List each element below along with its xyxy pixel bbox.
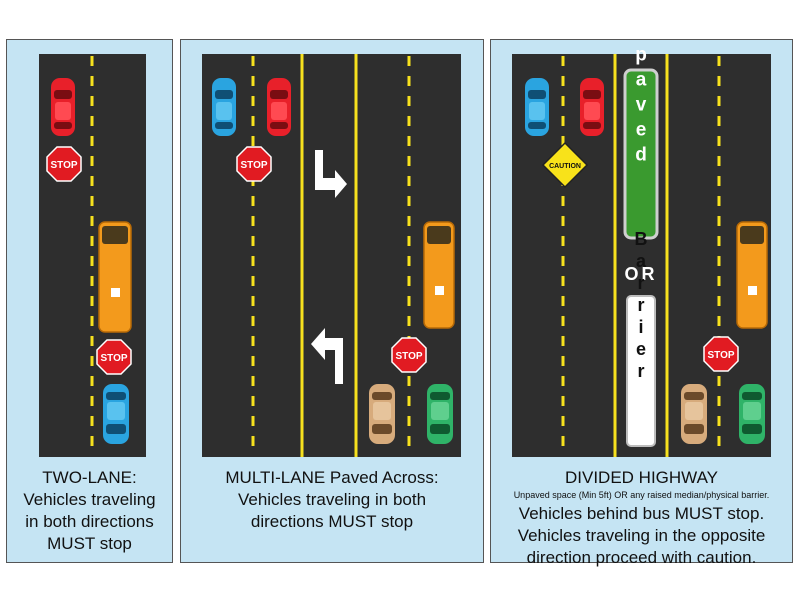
caption-line: Vehicles traveling in both bbox=[237, 490, 427, 509]
caution-sign-label: CAUTION bbox=[549, 163, 581, 170]
green-car bbox=[739, 384, 765, 444]
caption-line: MUST stop bbox=[47, 534, 132, 553]
turn-arrow-down-right-icon bbox=[315, 150, 347, 198]
red-car bbox=[580, 78, 604, 136]
turn-arrow-up-left-icon bbox=[311, 328, 343, 384]
caption-line: Vehicles traveling in the opposite bbox=[517, 526, 766, 545]
stop-sign-label: STOP bbox=[395, 351, 422, 362]
panel-caption: DIVIDED HIGHWAY Unpaved space (Min 5ft) … bbox=[495, 467, 788, 569]
divided-highway-scene: Unpaved OR Barrier CAUTION bbox=[525, 40, 768, 457]
stop-sign: STOP bbox=[96, 339, 132, 375]
caution-sign: CAUTION bbox=[541, 141, 589, 189]
panel-two-lane: STOP STOP TWO-LANE: Vehicles traveling i… bbox=[6, 39, 173, 563]
median-unpaved-label: Unpaved bbox=[631, 40, 652, 170]
caption-line: direction proceed with caution. bbox=[526, 548, 757, 567]
panel-title: TWO-LANE: bbox=[42, 468, 137, 487]
panel-title: DIVIDED HIGHWAY bbox=[564, 468, 718, 487]
panel-note: Unpaved space (Min 5ft) OR any raised me… bbox=[513, 490, 770, 500]
barrier-median: Barrier bbox=[626, 229, 656, 447]
two-lane-scene: STOP STOP bbox=[46, 56, 132, 455]
tan-car bbox=[369, 384, 395, 444]
unpaved-median: Unpaved bbox=[623, 40, 659, 240]
tan-car bbox=[681, 384, 707, 444]
blue-car bbox=[103, 384, 129, 444]
stop-sign-label: STOP bbox=[50, 160, 77, 171]
stop-sign-label: STOP bbox=[240, 160, 267, 171]
stop-sign: STOP bbox=[46, 146, 82, 182]
multi-lane-scene: STOP STOP bbox=[212, 54, 455, 457]
school-bus bbox=[98, 221, 132, 333]
stop-sign: STOP bbox=[236, 146, 272, 182]
red-car bbox=[51, 78, 75, 136]
stop-sign-label: STOP bbox=[707, 350, 734, 361]
red-car bbox=[267, 78, 291, 136]
caption-line: in both directions bbox=[25, 512, 154, 531]
road bbox=[202, 54, 461, 457]
median-or-label: OR bbox=[625, 264, 658, 284]
school-bus bbox=[423, 221, 455, 329]
blue-car bbox=[525, 78, 549, 136]
stop-sign-label: STOP bbox=[100, 353, 127, 364]
caption-line: Vehicles traveling bbox=[23, 490, 156, 509]
panel-divided-highway: Unpaved OR Barrier CAUTION bbox=[490, 39, 793, 567]
panel-caption: MULTI-LANE Paved Across: Vehicles travel… bbox=[185, 467, 479, 533]
median-barrier-label: Barrier bbox=[631, 229, 651, 383]
green-car bbox=[427, 384, 453, 444]
panel-title: MULTI-LANE Paved Across: bbox=[225, 468, 439, 487]
caption-line: directions MUST stop bbox=[250, 512, 414, 531]
stop-sign: STOP bbox=[703, 336, 739, 372]
school-bus bbox=[736, 221, 768, 329]
stop-sign: STOP bbox=[391, 337, 427, 373]
panel-caption: TWO-LANE: Vehicles traveling in both dir… bbox=[11, 467, 168, 555]
panel-multi-lane: STOP STOP MULTI-LANE Paved Across: Vehic… bbox=[180, 39, 484, 563]
caption-line: Vehicles behind bus MUST stop. bbox=[518, 504, 765, 523]
blue-car bbox=[212, 78, 236, 136]
